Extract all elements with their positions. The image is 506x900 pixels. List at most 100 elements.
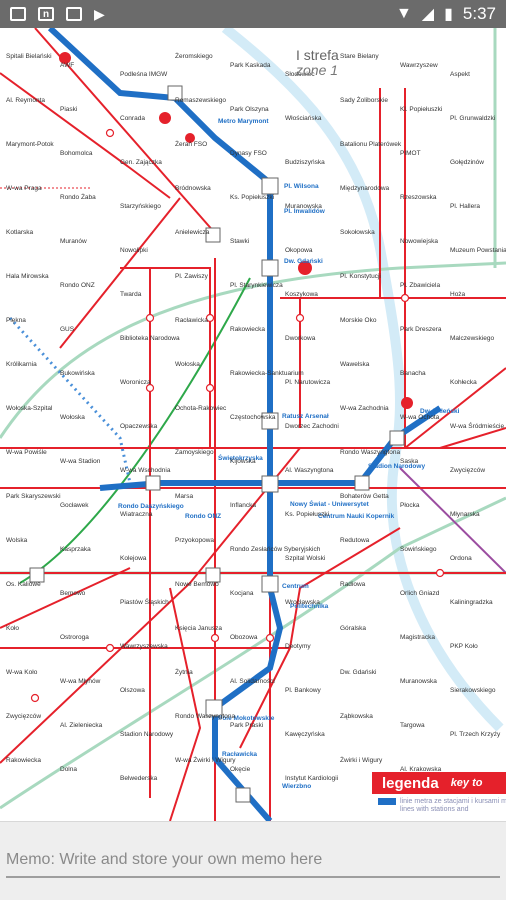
map-label: Dw. Gdański	[340, 669, 377, 676]
map-label: W-wa Koło	[6, 669, 38, 676]
map-label: W-wa Stadion	[60, 458, 101, 465]
map-label: Radiowa	[340, 581, 366, 588]
map-label: Al. Solidarności	[230, 678, 275, 685]
map-label: Międzynarodowa	[340, 185, 390, 192]
mail-icon	[66, 7, 82, 21]
memo-bar	[0, 821, 506, 900]
map-label: Muranów	[60, 238, 87, 245]
map-label: Belwederska	[120, 775, 158, 782]
map-label: Wołoska	[175, 361, 200, 368]
rail-line-north	[0, 261, 506, 439]
map-label: Instytut Kardiologii	[285, 775, 338, 782]
metro-station-label: Pl. Inwalidów	[284, 208, 326, 215]
map-label: Sady Żoliborskie	[340, 95, 388, 104]
metro-station-label: Stadion Narodowy	[368, 463, 425, 470]
map-label: Żerań FSO	[175, 139, 207, 148]
metro-station-label: Ratusz Arsenał	[282, 413, 329, 420]
wifi-icon: ▼	[395, 5, 412, 22]
battery-icon: ▮	[444, 6, 453, 23]
metro-station-label: Rondo Daszyńskiego	[118, 503, 184, 510]
map-label: Dynasy FSO	[230, 150, 267, 157]
map-label: Bemowo	[60, 590, 86, 597]
map-label: Rzeszowska	[400, 194, 437, 201]
map-label: Pl. Grunwaldzki	[450, 115, 495, 122]
map-label: Obozowa	[230, 634, 258, 641]
map-label: Morskie Oko	[340, 317, 377, 324]
map-label: Kawęczyńska	[285, 731, 325, 738]
map-label: Spitali Bielański	[6, 53, 52, 60]
legend-button[interactable]: legenda key to	[372, 772, 506, 794]
map-label: Sierakowskiego	[450, 687, 496, 694]
map-label: Gocławek	[60, 502, 89, 509]
map-label: Góralska	[340, 625, 366, 632]
map-label: Dolna	[60, 766, 77, 773]
map-label: Koszykowa	[285, 291, 318, 298]
map-label: Park Kaskada	[230, 62, 271, 69]
map-label: Kasprzaka	[60, 546, 91, 553]
image-icon	[10, 7, 26, 21]
map-label: Pl. Zbawiciela	[400, 282, 440, 289]
map-label: Park Skaryszewski	[6, 493, 61, 500]
metro-station-label: Pole Mokotowskie	[218, 715, 275, 722]
metro-station-label: Metro Marymont	[218, 118, 269, 125]
map-label: Ordona	[450, 555, 472, 562]
map-label: Wawelska	[340, 361, 370, 368]
map-label: Ochota-Rakowiec	[175, 405, 227, 412]
map-label: Al. Zieleniecka	[60, 722, 103, 729]
map-label: Okopowa	[285, 247, 313, 254]
map-label: Wolska	[6, 537, 28, 544]
map-label: Rondo Waszyngtona	[340, 449, 400, 456]
map-label: AWF	[60, 62, 74, 69]
map-label: Pl. Zawiszy	[175, 273, 209, 280]
map-label: Muranowska	[285, 203, 322, 210]
zone-header: I strefa zone 1	[296, 48, 339, 78]
tram-lines	[0, 28, 506, 821]
map-label: Sokołowska	[340, 229, 375, 236]
map-label: W-wa Żwirki i Wigury	[175, 755, 236, 764]
zone-en: zone 1	[296, 62, 339, 78]
metro-station-label: Pl. Wilsona	[284, 183, 319, 190]
map-label: Okęcie	[230, 766, 251, 773]
map-label: Inflancka	[230, 502, 256, 509]
map-label: Pl. Starynkiewicza	[230, 282, 283, 289]
map-label: Rondo Waszyngtona	[175, 713, 235, 720]
map-label: Romaszewskiego	[175, 97, 226, 104]
metro-station-label: Centrum Nauki Kopernik	[318, 513, 395, 520]
legend-title: legenda	[382, 774, 439, 792]
map-label: Wrocławska	[285, 599, 320, 606]
status-time: 5:37	[462, 4, 496, 23]
map-label: Gen. Zajączka	[120, 159, 162, 166]
map-label: W-wa Powiśle	[6, 449, 47, 456]
map-label: Twarda	[120, 291, 142, 298]
map-label: Budziszyńska	[285, 159, 325, 166]
map-label: Orlich Gniazd	[400, 590, 440, 597]
map-label: Częstochowska	[230, 414, 276, 421]
map-label: Słodowiec	[285, 71, 315, 78]
map-label: Dworzec Zachodni	[285, 423, 339, 430]
map-label: Anielewicza	[175, 229, 210, 236]
memo-input[interactable]	[6, 844, 500, 878]
map-label: Kocjana	[230, 590, 254, 597]
map-label: Zwycięzców	[6, 713, 41, 720]
map-label: Pl. Trzech Krzyży	[450, 731, 501, 738]
map-label: PKP Koło	[450, 643, 478, 650]
map-label: GUS	[60, 326, 75, 333]
map-label: Redutowa	[340, 537, 370, 544]
map-label: Wawrzyszew	[400, 62, 438, 69]
map-label: Pl. Bankowy	[285, 687, 322, 694]
map-label: Batalionu Platerówek	[340, 141, 402, 148]
map-label: Al. Krakowska	[400, 766, 442, 773]
metro-station-label: Politechnika	[290, 603, 329, 610]
map-label: Rakowiecka	[6, 757, 41, 764]
metro-station-label: Nowy Świat - Uniwersytet	[290, 499, 370, 508]
map-label: Żytnia	[175, 667, 193, 676]
tram-nodes	[30, 128, 445, 703]
rail-line-south	[0, 496, 506, 810]
map-label: Wiatraczna	[120, 511, 153, 518]
map-label: Ks. Popiełuszki	[285, 511, 329, 518]
zone-title: I strefa	[296, 47, 339, 63]
map-label: Park Praski	[230, 722, 263, 729]
map-label: Bródnowska	[175, 185, 211, 192]
